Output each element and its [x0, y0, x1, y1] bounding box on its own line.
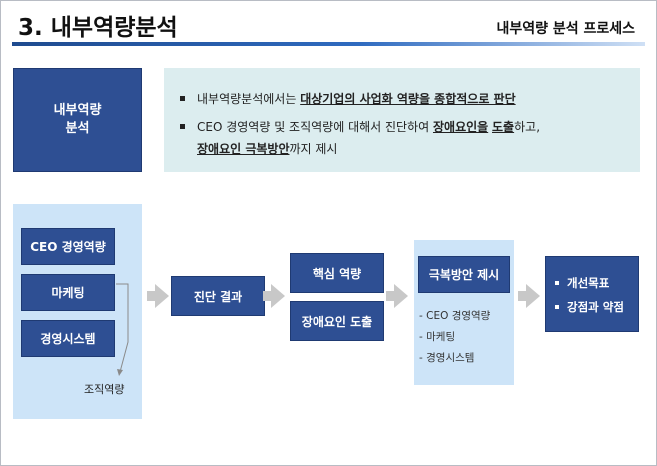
page-subtitle: 내부역량 분석 프로세스	[496, 21, 635, 37]
bullet-square-icon	[180, 96, 185, 101]
bullet-2-tail: 하고,	[514, 120, 541, 134]
intro-bullet-1: 내부역량분석에서는 대상기업의 사업화 역량을 종합적으로 판단	[180, 90, 516, 107]
outcome-item-goal: 개선목표	[555, 275, 609, 291]
bullet-square-icon	[180, 124, 185, 129]
org-bracket-connector	[116, 283, 129, 376]
obstacle-derivation-box: 장애요인 도출	[290, 301, 384, 341]
solution-box: 극복방안 제시	[418, 256, 510, 293]
bullet-1-text: 내부역량분석에서는	[197, 92, 301, 106]
internal-analysis-line1: 내부역량	[53, 103, 102, 118]
bullet-2-emphasis-1: 장애요인을	[432, 120, 489, 134]
diagnosis-result-box: 진단 결과	[171, 276, 265, 316]
input-box-management: 경영시스템	[21, 320, 115, 357]
bullet-2-cont-tail: 까지 제시	[289, 142, 338, 156]
outcome-swot-text: 강점과 약점	[567, 300, 624, 314]
core-capability-box: 핵심 역량	[290, 253, 384, 293]
solution-item-ceo: - CEO 경영역량	[419, 310, 491, 322]
flow-arrow-3	[386, 284, 408, 308]
bullet-square-icon	[555, 304, 559, 309]
title-underline	[12, 42, 645, 46]
input-box-marketing: 마케팅	[21, 274, 115, 311]
input-box-ceo: CEO 경영역량	[21, 228, 115, 265]
bullet-2-cont-emphasis: 장애요인 극복방안	[197, 142, 290, 156]
outcome-item-swot: 강점과 약점	[555, 299, 624, 315]
outcome-box	[545, 256, 639, 332]
intro-bullet-2-continuation: 장애요인 극복방안까지 제시	[197, 140, 337, 157]
bullet-2-emphasis-2: 도출	[492, 120, 515, 134]
page-title: 3. 내부역량분석	[18, 15, 178, 41]
flow-arrow-1	[147, 284, 169, 308]
bullet-1-emphasis: 대상기업의 사업화 역량을 종합적으로 판단	[300, 92, 516, 106]
flow-arrow-4	[518, 284, 540, 308]
intro-description: 내부역량분석에서는 대상기업의 사업화 역량을 종합적으로 판단 CEO 경영역…	[164, 68, 640, 172]
solution-item-marketing: - 마케팅	[419, 331, 456, 343]
internal-analysis-box: 내부역량 분석	[13, 68, 142, 172]
outcome-goal-text: 개선목표	[567, 276, 610, 290]
org-capability-label: 조직역량	[84, 383, 125, 396]
internal-analysis-line2: 분석	[65, 121, 90, 136]
solution-item-management: - 경영시스템	[419, 352, 475, 364]
flow-arrow-2	[263, 284, 285, 308]
bullet-square-icon	[555, 280, 559, 285]
bullet-2-text: CEO 경영역량 및 조직역량에 대해서 진단하여	[197, 120, 433, 134]
intro-bullet-2: CEO 경영역량 및 조직역량에 대해서 진단하여 장애요인을 도출하고,	[180, 118, 540, 135]
